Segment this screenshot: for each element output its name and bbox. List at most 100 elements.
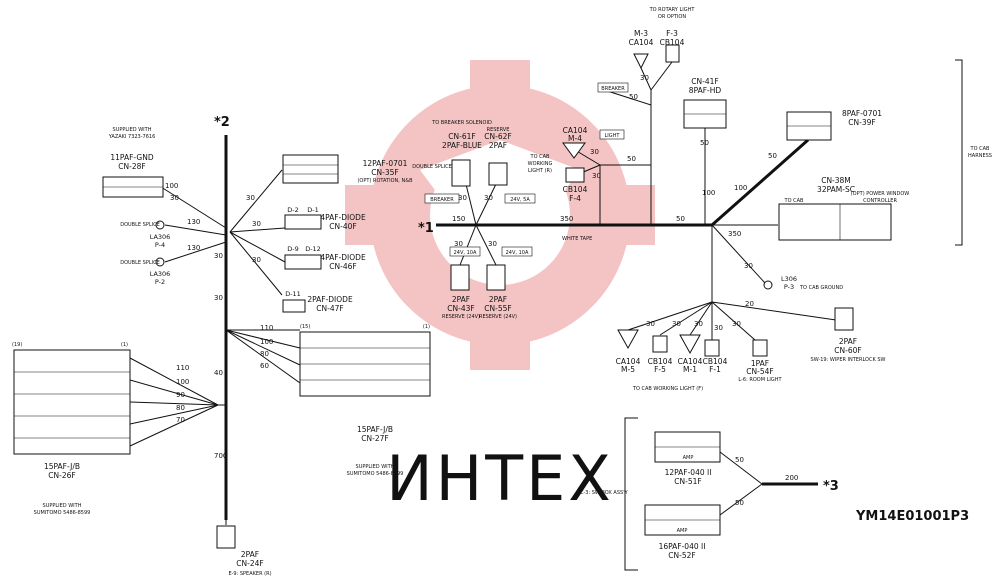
rotary-tag-box: [597, 82, 629, 93]
cab-wl-f-note: TO CAB WORKING LIGHT (F): [632, 386, 703, 392]
ca104-m4-ca: CA104: [563, 126, 588, 135]
cab-wl-m1-id: M-1: [683, 365, 697, 374]
len-30-d: 30: [252, 256, 261, 264]
cn62f-tag: 24V, 5A: [510, 197, 530, 203]
cab-harness-2: HARNESS: [968, 153, 992, 159]
len-30-j: 30: [592, 172, 601, 180]
cn28f-note1: SUPPLIED WITH: [113, 127, 152, 133]
cn38m-title: 32PAM-SC: [817, 185, 855, 194]
len-60: 60: [260, 362, 269, 370]
len-110-b: 110: [176, 364, 189, 372]
cn43f-id: CN-43F: [447, 304, 474, 313]
len-30-a: 30: [170, 194, 179, 202]
cn26f-pin19: (19): [12, 342, 22, 348]
len-30-f: 30: [484, 194, 493, 202]
cn54f-note: L-6: ROOM LIGHT: [738, 377, 782, 383]
sw-box-wires: [624, 59, 963, 571]
cab-wl-m5-ca: CA104: [616, 357, 641, 366]
rotary-head1: TO ROTARY LIGHT: [649, 7, 696, 13]
cn38m-left: TO CAB: [784, 198, 804, 204]
len-50-f: 50: [735, 499, 744, 507]
cab-wl-f1-cb: CB104: [703, 357, 728, 366]
ca104-m4-m: M-4: [568, 134, 582, 143]
len-100: 100: [165, 182, 178, 190]
cn47f-id: CN-47F: [316, 304, 343, 313]
cn61f-splice: DOUBLE SPLICE: [412, 164, 452, 170]
cn46f-id: CN-46F: [329, 262, 356, 271]
cn62f-id: CN-62F: [484, 132, 511, 141]
cab-light-r-1: TO CAB: [530, 154, 550, 160]
cn28f-id: CN-28F: [118, 162, 145, 171]
cn28f-note2: YAZAKI 7323-7616: [108, 134, 156, 140]
cn26f-id: CN-26F: [48, 471, 75, 480]
cn54f-title: 1PAF: [751, 359, 769, 368]
la306-p2-label: DOUBLE SPLICE: [120, 260, 160, 266]
cn43f-tag: 24V, 10A: [454, 250, 477, 256]
cn52f-id: CN-52F: [668, 551, 695, 560]
ca104-m4-f: F-4: [569, 194, 581, 203]
cn61f-head: TO BREAKER SOLENOID: [431, 120, 492, 126]
len-100-d: 100: [734, 184, 747, 192]
cn27f-note1: SUPPLIED WITH: [356, 464, 395, 470]
len-130: 130: [187, 218, 200, 226]
connector-boxes: [13, 44, 892, 549]
len-30-rot: 30: [640, 74, 649, 82]
cn28f-title: 11PAF-GND: [110, 153, 153, 162]
len-80-b: 80: [176, 404, 185, 412]
cn55f-tag: 24V, 10A: [506, 250, 529, 256]
rotary-m3: M-3: [634, 29, 648, 38]
cn55f-id: CN-55F: [484, 304, 511, 313]
white-tape-label: WHITE TAPE: [562, 236, 592, 242]
cn41f-title: 8PAF-HD: [689, 86, 722, 95]
la306-p4-id1: LA306: [150, 233, 171, 241]
cn62f-tag-box: [504, 193, 536, 204]
cn38m-right2: CONTROLLER: [863, 198, 897, 204]
cn47f-d11: D-11: [285, 290, 301, 298]
la306-p2-id2: P-2: [155, 278, 165, 286]
watermark-text: ИНТЕХ: [386, 442, 614, 515]
cn62f-head: RESERVE: [487, 127, 510, 133]
cab-light-r-3: LIGHT (R): [528, 168, 552, 174]
len-30-v2: 30: [214, 294, 223, 302]
cn52f-amp: AMP: [677, 528, 688, 534]
cab-light-r-2: WORKING: [528, 161, 553, 167]
len-20: 20: [745, 300, 754, 308]
cn51f-id: CN-51F: [674, 477, 701, 486]
cn24f-title: 2PAF: [241, 550, 259, 559]
cn61f-title: 2PAF-BLUE: [442, 141, 482, 150]
cn47f-title: 2PAF-DIODE: [307, 295, 353, 304]
cn38m-id: CN-38M: [821, 176, 851, 185]
cab-wl-f5-cb: CB104: [648, 357, 673, 366]
cn51f-amp: AMP: [683, 455, 694, 461]
l306-note: TO CAB GROUND: [799, 285, 843, 291]
len-30-i: 30: [590, 148, 599, 156]
watermark-logo: [345, 60, 655, 370]
cn35f-title: 12PAF-0701: [363, 159, 408, 168]
ca104-m4-cb: CB104: [563, 185, 588, 194]
cn26f-note1: SUPPLIED WITH: [43, 503, 82, 509]
ca104-m4-tag-box: [599, 129, 625, 140]
cab-wl-m1-ca: CA104: [678, 357, 703, 366]
cab-wl-m5-id: M-5: [621, 365, 635, 374]
len-90: 90: [176, 391, 185, 399]
len-100-v: 100: [702, 189, 715, 197]
cn46f-d12: D-12: [305, 245, 321, 253]
cn43f-tag-box: [449, 246, 481, 257]
len-50: 50: [676, 215, 685, 223]
cn41f-id: CN-41F: [691, 77, 718, 86]
cn38m-right: (OPT) POWER WINDOW: [851, 191, 910, 197]
l306-id2: P-3: [784, 283, 794, 291]
len-30-c: 30: [252, 220, 261, 228]
len-30-k: 30: [744, 262, 753, 270]
len-50-b: 50: [627, 155, 636, 163]
wire-lengths: 100 30 130 130 30 30 30 30 30 110 100 80…: [165, 74, 798, 507]
la306-p4-id2: P-4: [155, 241, 165, 249]
len-30-o: 30: [694, 320, 703, 328]
cn61f-id: CN-61F: [448, 132, 475, 141]
rotary-tag: BREAKER: [601, 86, 625, 92]
cn55f-tag-box: [501, 246, 533, 257]
ca104-m4-tag: LIGHT: [605, 133, 621, 139]
len-30-m: 30: [646, 320, 655, 328]
cn39f-title: 8PAF-0701: [842, 109, 882, 118]
len-100-b: 100: [260, 338, 273, 346]
